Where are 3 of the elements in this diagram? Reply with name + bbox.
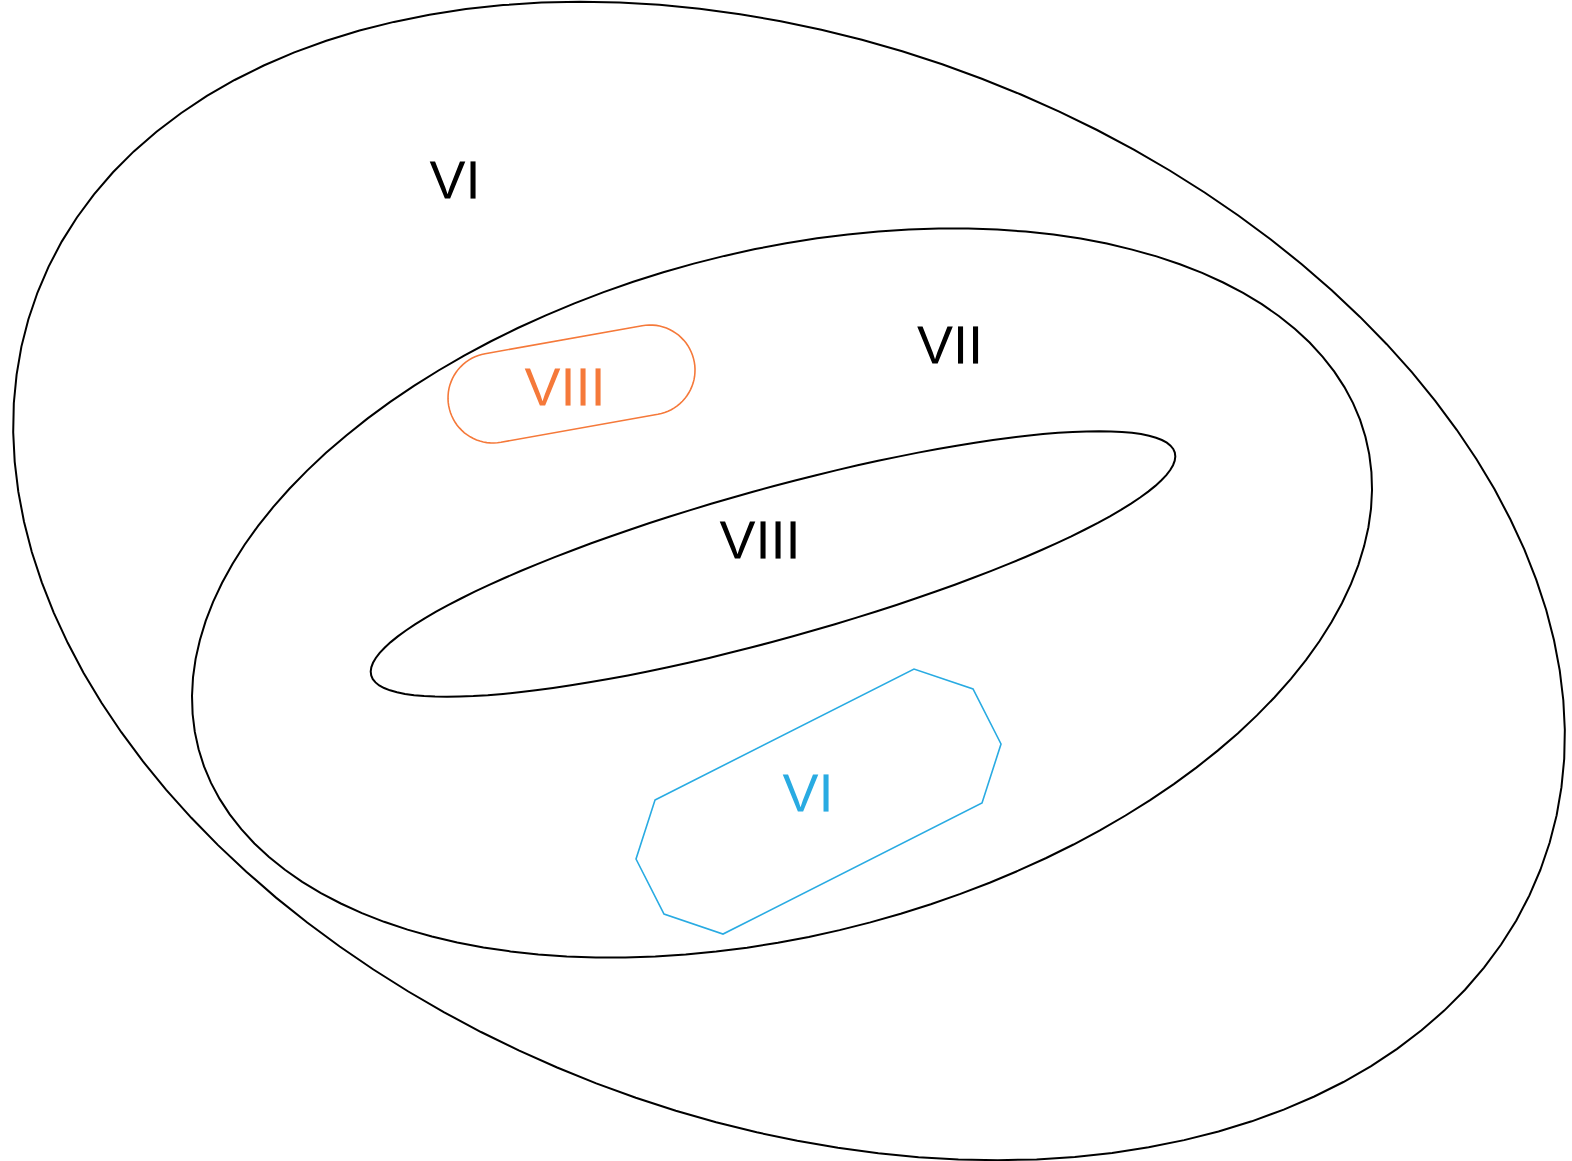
ellipse-region: VIII bbox=[369, 430, 1177, 698]
octagon-region: VI bbox=[635, 668, 1002, 935]
rounded-region: VIII bbox=[447, 324, 696, 444]
